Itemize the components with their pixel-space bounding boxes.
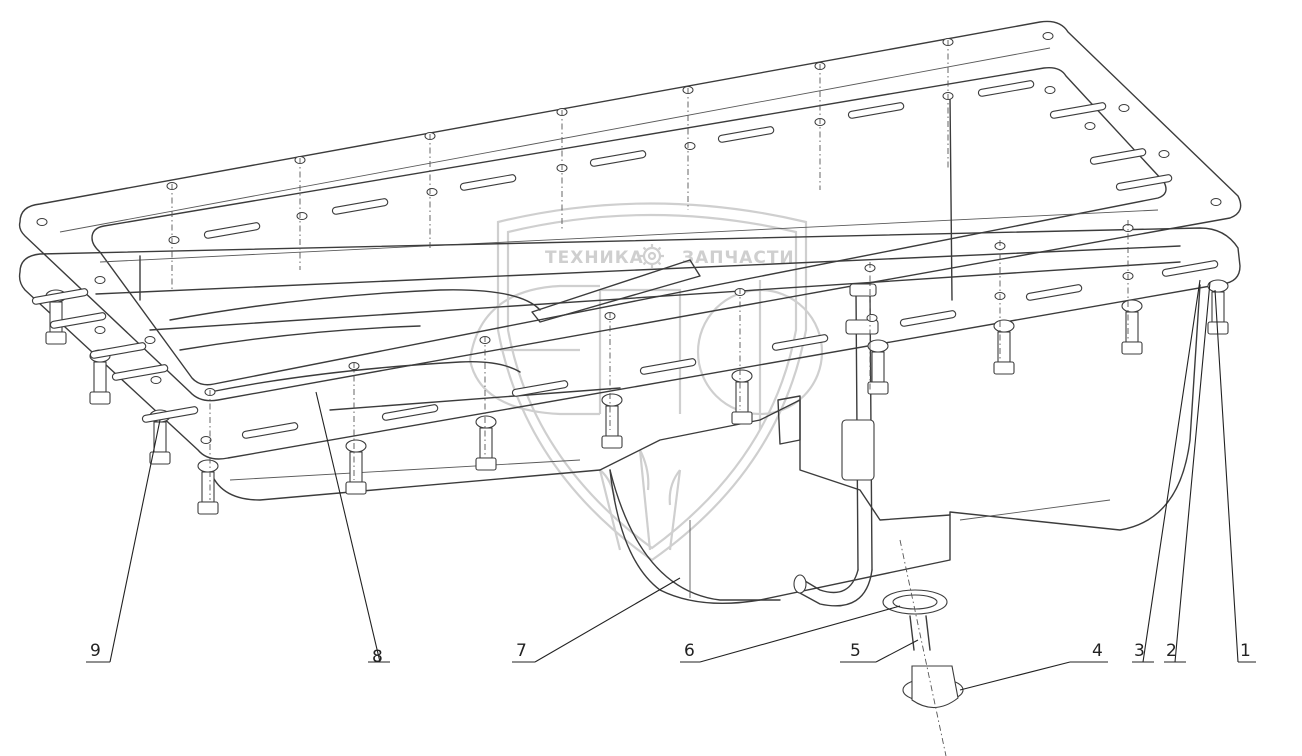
bolt-shank [153,421,167,453]
bolt-shank [1211,291,1225,323]
bolt-hole [168,236,180,244]
gasket-slot [1089,148,1147,165]
gasket-slot [459,174,517,191]
gear-icon [640,244,664,268]
bolt-hole [144,336,156,344]
bolt-hole [36,218,48,226]
bolt-head [1121,341,1143,355]
bolt-washer [475,415,497,429]
gasket-slots [31,80,1219,439]
bolt-washer [993,319,1015,333]
callout-9: 9 [90,641,101,661]
bolt-shank [201,471,215,503]
bolt-shank [605,405,619,437]
gasket-slot [331,198,389,215]
gasket-slot [1025,284,1083,301]
bolt-hole [1044,86,1056,94]
bolt-head [601,435,623,449]
gasket-holes [36,32,1222,444]
callout-7: 7 [516,641,527,661]
gasket-slot [381,404,439,421]
callout-3: 3 [1134,641,1145,661]
gasket-slot [771,334,829,351]
gasket-slot [899,310,957,327]
gasket-slot [847,102,905,119]
gasket-slot [241,422,299,439]
bolt-shank [735,381,749,413]
bolt-washer [867,339,889,353]
bolt-washer [1121,299,1143,313]
bolt-washer [601,393,623,407]
bolt-washer [345,439,367,453]
watermark-word-right: ЗАПЧАСТИ [682,248,795,268]
bolt-shank [349,451,363,483]
gasket-slot [31,288,89,305]
gasket-slot [977,80,1035,97]
gasket-slot [1049,102,1107,119]
bolt-head [731,411,753,425]
bolt-head [475,457,497,471]
bolt-hole [296,212,308,220]
centerlines [171,40,1129,500]
bolt-head [197,501,219,515]
drain-plug [882,539,964,756]
bolt-shank [479,427,493,459]
bolt-hole [684,142,696,150]
gasket-slot [511,380,569,397]
gasket-slot [49,312,107,329]
gasket-slot [717,126,775,143]
callout-labels: 1 2 3 4 5 6 7 8 9 [90,641,1251,667]
gasket-slot [639,358,697,375]
bolt-hole [150,376,162,384]
gasket-slot [1115,174,1173,191]
baffle [209,259,701,411]
bolt-hole [94,326,106,334]
flange-bolts [45,279,1229,515]
callout-leaders [86,279,1256,691]
bolt-head [149,451,171,465]
oil-pan-body [139,95,1201,605]
gasket-slot [203,222,261,239]
bolt-hole [94,276,106,284]
bolt-head [45,331,67,345]
callout-6: 6 [684,641,695,661]
bolt-hole [200,436,212,444]
gasket-slot [589,150,647,167]
bolt-head [993,361,1015,375]
bolt-hole [426,188,438,196]
bolt-washer [1207,279,1229,293]
bolt-washer [197,459,219,473]
gasket-frame [18,20,1242,402]
callout-8: 8 [372,647,383,667]
callout-4: 4 [1092,641,1103,661]
bolt-hole [1084,122,1096,130]
bolt-shank [93,361,107,393]
callout-1: 1 [1240,641,1251,661]
gasket-slot [1161,260,1219,277]
bolt-head [867,381,889,395]
bolt-hole [1158,150,1170,158]
bolt-hole [1042,32,1054,40]
bolt-hole [1118,104,1130,112]
callout-5: 5 [850,641,861,661]
oil-pan-flange [18,227,1241,460]
watermark-word-left: ТЕХНИКА [545,248,644,268]
callout-2: 2 [1166,641,1177,661]
bolt-head [345,481,367,495]
bolt-shank [871,351,885,383]
gasket-slot [89,342,147,359]
bolt-hole [866,314,878,322]
gasket-slot [111,364,169,381]
bolt-hole [1210,198,1222,206]
bolt-head [89,391,111,405]
bolt-washer [731,369,753,383]
watermark: ТЕХНИКА ЗАПЧАСТИ [468,202,824,562]
gasket-slot [141,406,199,423]
